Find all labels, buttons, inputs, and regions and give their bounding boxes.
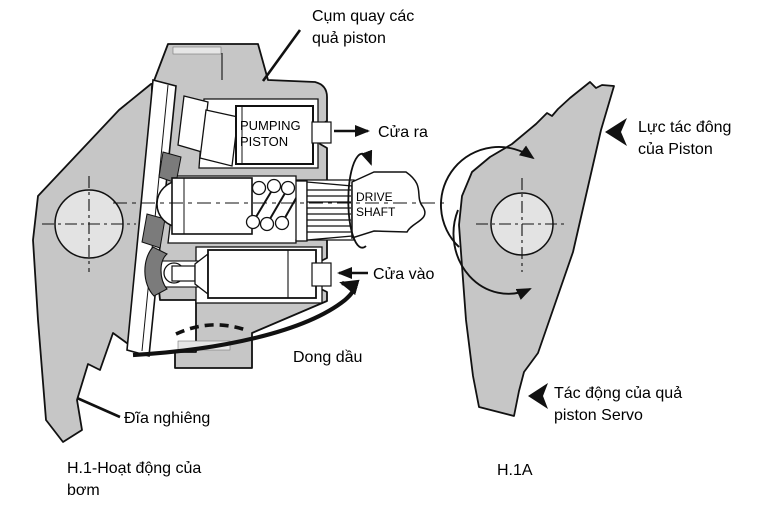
- shaft-splines: [306, 181, 353, 241]
- drive-shaft: [351, 171, 426, 240]
- outlet-label: Cửa ra: [378, 124, 428, 141]
- tilt-arrow-lower: [452, 209, 532, 300]
- tilt-arrow-upper: [440, 145, 535, 248]
- slipper-wedge-lower: [141, 213, 166, 249]
- swash-plate-leader: [76, 396, 121, 419]
- servo-action-label-1: Tác động của quả: [554, 385, 682, 402]
- drive-shaft-label-1: DRIVE: [356, 190, 393, 204]
- spring-retainer: [295, 180, 308, 242]
- piston-stem: [171, 265, 196, 282]
- oil-flow-label: Dong dầu: [293, 349, 362, 366]
- bore-centerlines: [42, 176, 136, 272]
- pumping-piston: [235, 105, 314, 165]
- housing-top-strip: [172, 46, 222, 55]
- piston-force-label-1: Lực tác đông: [638, 119, 731, 136]
- piston-force-arrow: [605, 118, 627, 146]
- rotating-group-label-1: Cụm quay các: [312, 8, 414, 25]
- servo-force-arrow: [528, 383, 548, 409]
- swash-plate-shape: [32, 82, 157, 443]
- outlet-port: [311, 121, 332, 144]
- piston-force-label-2: của Piston: [638, 141, 713, 158]
- shaft-rotation-arrow: [347, 149, 373, 249]
- left-caption-1: H.1-Hoạt động của: [67, 460, 201, 477]
- pumping-piston-label-1: PUMPING: [240, 118, 301, 133]
- oil-flow-arrow: [132, 279, 360, 358]
- shaft-spring: [245, 178, 300, 232]
- ball-socket: [144, 246, 168, 297]
- tilt-bore-centerlines: [476, 178, 568, 272]
- swash-plate-label: Đĩa nghiêng: [124, 410, 210, 427]
- servo-action-label-2: piston Servo: [554, 407, 643, 424]
- inlet-port: [311, 262, 332, 287]
- inlet-label: Cửa vào: [373, 266, 435, 283]
- right-caption: H.1A: [497, 462, 533, 479]
- swash-plate-side-view: Lực tác đông của Piston Tác động của quả…: [440, 81, 731, 479]
- rotating-group-label-2: quả piston: [312, 30, 386, 47]
- oil-flow-hidden-dashes: [175, 323, 247, 336]
- rotating-group-leader: [261, 29, 302, 82]
- piston-shoe-block: [199, 109, 239, 167]
- left-caption-2: bơm: [67, 482, 100, 499]
- cylinder-block: [171, 177, 253, 235]
- pump-cross-section: PUMPING PISTON: [32, 8, 448, 499]
- lower-piston: [207, 249, 317, 299]
- drive-shaft-label-2: SHAFT: [356, 205, 396, 219]
- pumping-piston-label-2: PISTON: [240, 134, 288, 149]
